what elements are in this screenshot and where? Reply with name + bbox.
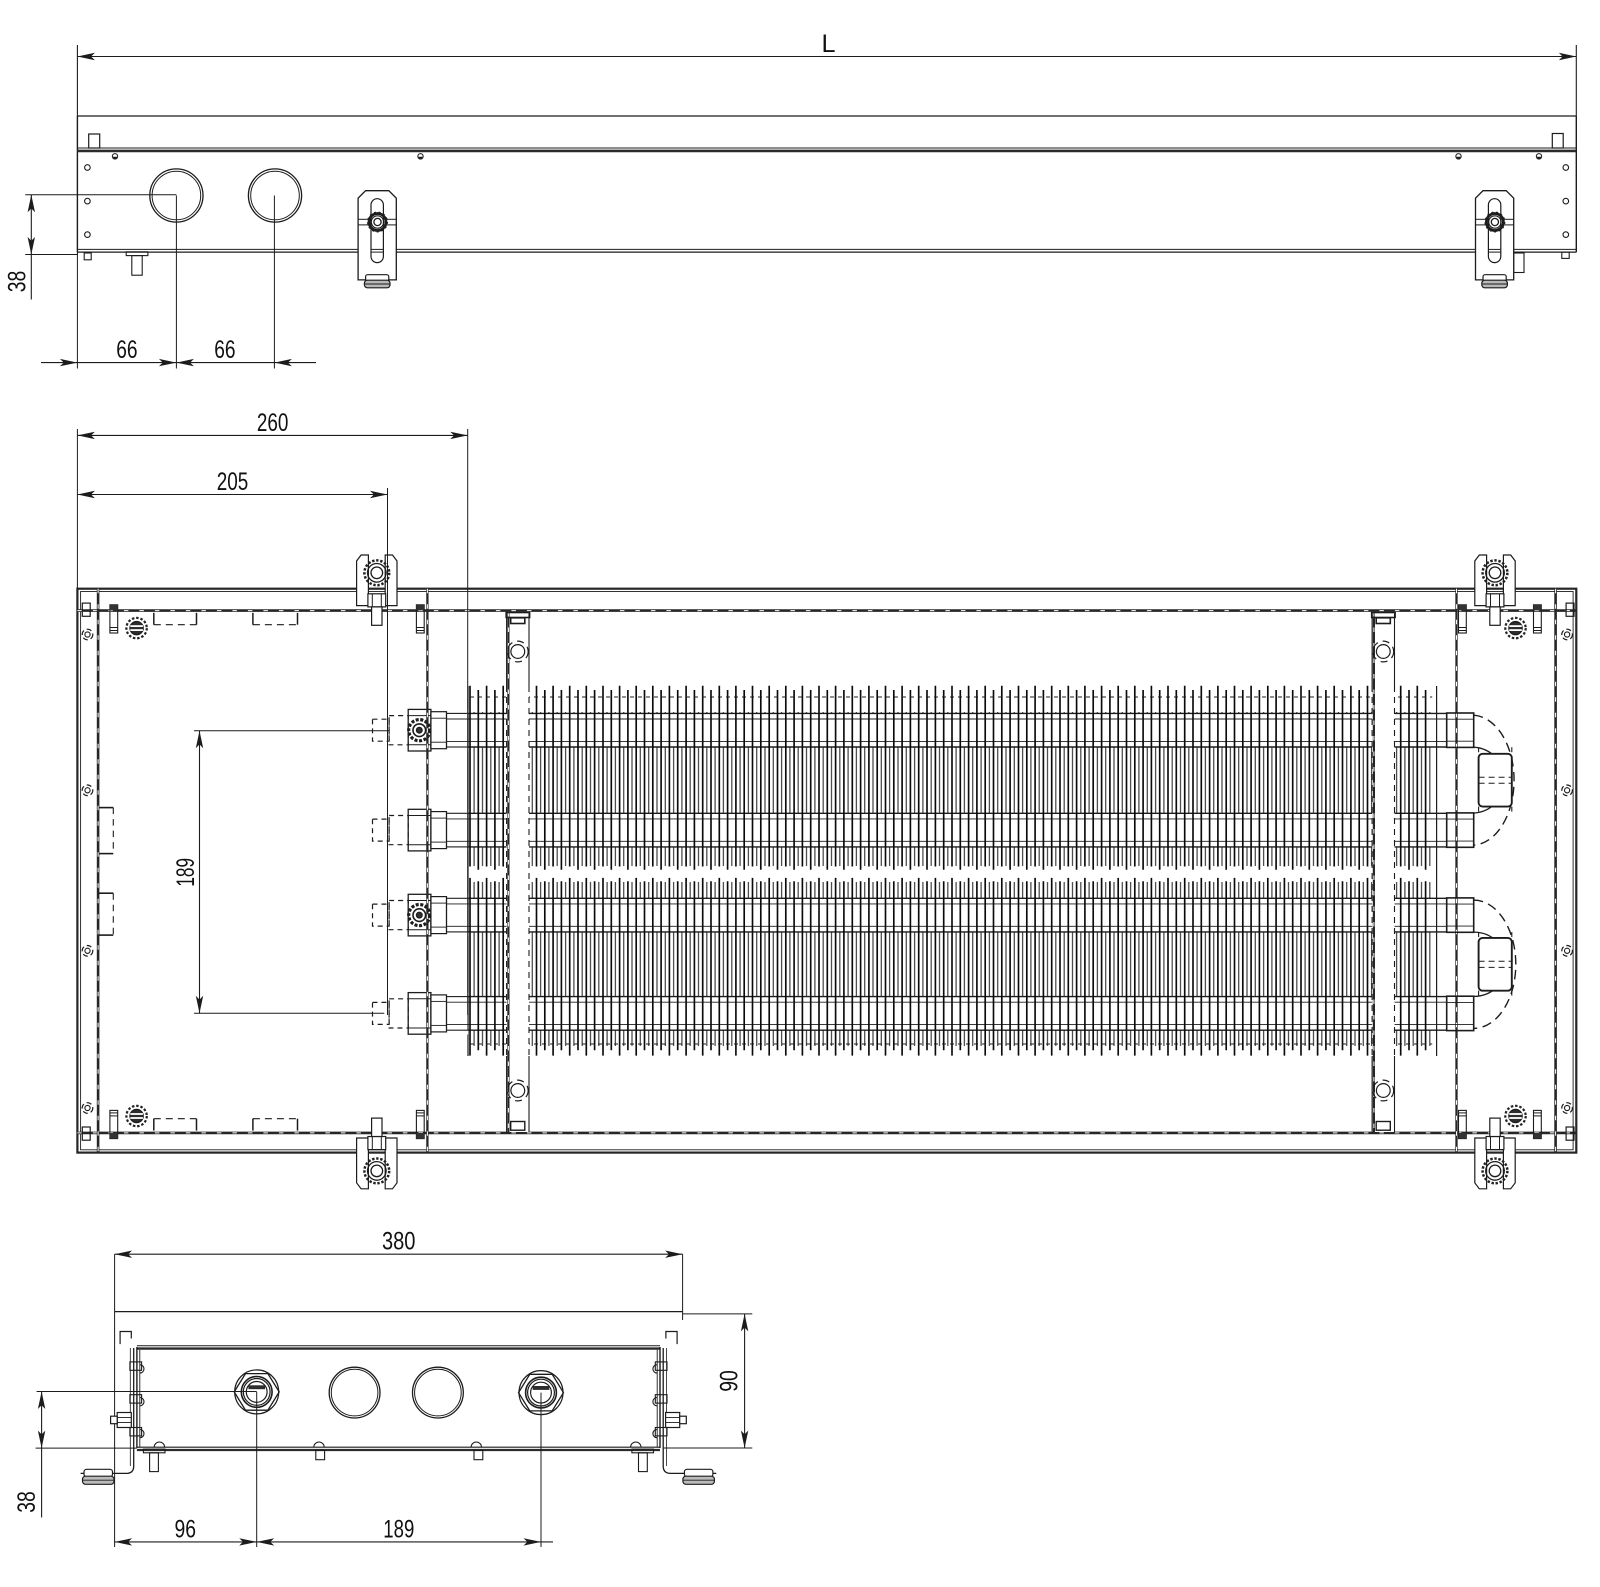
svg-text:38: 38 [13, 1491, 41, 1513]
svg-text:189: 189 [383, 1515, 414, 1543]
svg-text:96: 96 [175, 1515, 197, 1543]
svg-text:66: 66 [214, 336, 235, 364]
svg-text:90: 90 [716, 1370, 744, 1392]
svg-text:205: 205 [217, 468, 249, 496]
svg-text:L: L [821, 30, 835, 58]
svg-text:380: 380 [382, 1228, 416, 1256]
svg-text:189: 189 [172, 858, 200, 887]
svg-text:66: 66 [116, 336, 137, 364]
svg-text:38: 38 [3, 271, 31, 293]
svg-text:260: 260 [257, 409, 289, 437]
